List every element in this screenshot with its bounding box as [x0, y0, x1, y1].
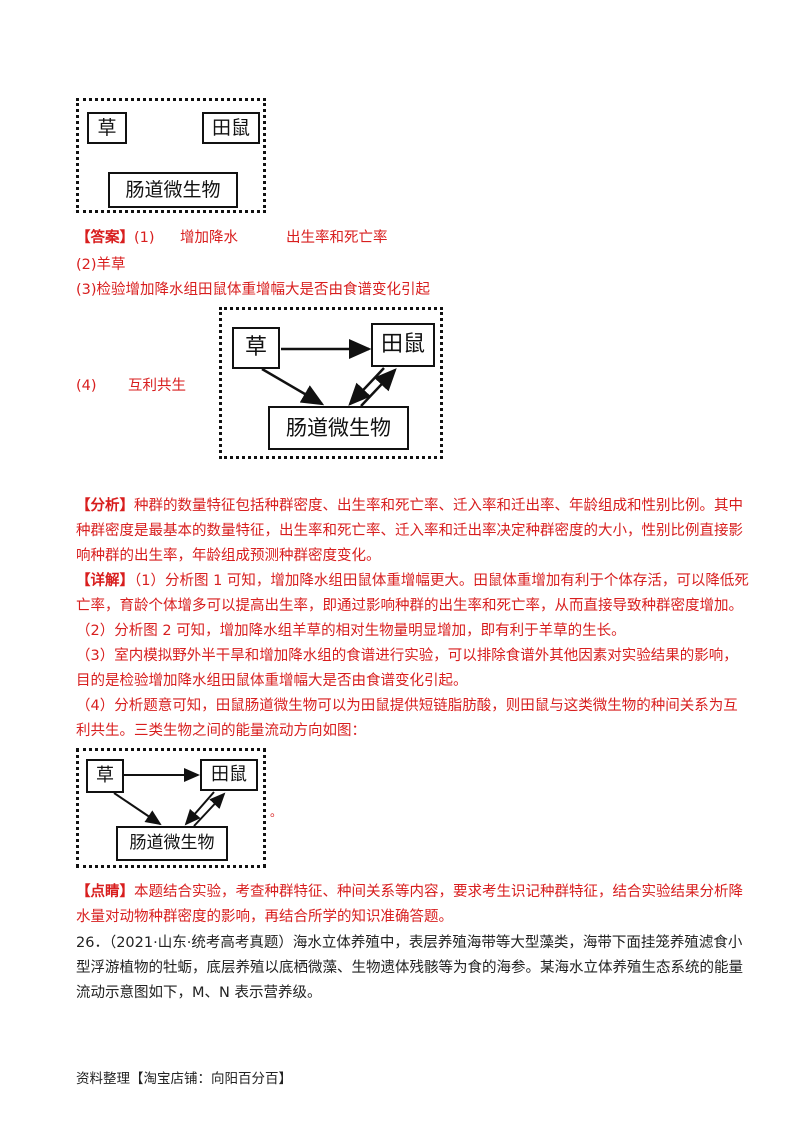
detail-p4-line1: （4）分析题意可知，田鼠肠道微生物可以为田鼠提供短链脂肪酸，则田鼠与这类微生物的… — [76, 698, 738, 714]
answer-q1-a: 增加降水 — [180, 230, 238, 246]
answer-q1-b: 出生率和死亡率 — [286, 230, 388, 246]
diagram2-vole-label: 田鼠 — [380, 332, 425, 357]
answer-q2: (2)羊草 — [76, 257, 126, 273]
comment-label: 【点睛】 — [76, 884, 134, 900]
diagram2-microbes-box: 肠道微生物 — [268, 406, 409, 450]
detail-p1-text1: （1）分析图 1 可知，增加降水组田鼠体重增幅更大。田鼠体重增加有利于个体存活，… — [134, 573, 749, 589]
diagram1-microbes-label: 肠道微生物 — [125, 179, 221, 201]
diagram3-grass-box: 草 — [86, 759, 124, 793]
diagram3-frame — [76, 748, 266, 868]
detail-p1-line2: 亡率，育龄个体增多可以提高出生率，即通过影响种群的出生率和死亡率，从而直接导致种… — [76, 598, 743, 614]
diagram2-arrow-grass-microbes — [261, 367, 325, 406]
diagram2-grass-box: 草 — [232, 327, 280, 369]
analysis-line3: 响种群的出生率，年龄组成预测种群密度变化。 — [76, 548, 381, 564]
detail-p3-line2: 目的是检验增加降水组田鼠体重增幅大是否由食谱变化引起。 — [76, 673, 468, 689]
diagram3-vole-label: 田鼠 — [211, 764, 247, 785]
answer-q4-text: 互利共生 — [128, 378, 186, 394]
diagram2-vole-box: 田鼠 — [371, 323, 435, 367]
analysis-line2: 种群密度是最基本的数量特征，出生率和死亡率、迁入率和迁出率决定种群密度的大小，性… — [76, 523, 743, 539]
comment-line1: 【点睛】本题结合实验，考查种群特征、种间关系等内容，要求考生识记种群特征，结合实… — [76, 882, 743, 902]
answer-line1: 【答案】(1) 增加降水 出生率和死亡率 — [76, 228, 388, 248]
analysis-label: 【分析】 — [76, 498, 134, 514]
diagram3-microbes-box: 肠道微生物 — [116, 826, 228, 861]
detail-p1-line1: 【详解】（1）分析图 1 可知，增加降水组田鼠体重增幅更大。田鼠体重增加有利于个… — [76, 571, 749, 591]
detail-p4-line2: 利共生。三类生物之间的能量流动方向如图： — [76, 723, 366, 739]
q26-line3: 流动示意图如下，M、N 表示营养级。 — [76, 985, 322, 1001]
q26-line1: 26．（2021·山东·统考高考真题）海水立体养殖中，表层养殖海带等大型藻类，海… — [76, 935, 743, 951]
diagram1-grass-box: 草 — [87, 112, 127, 144]
diagram3-grass-label: 草 — [96, 765, 114, 786]
diagram1-vole-label: 田鼠 — [211, 117, 250, 139]
answer-label: 【答案】 — [76, 230, 134, 246]
diagram3-period: 。 — [270, 805, 283, 819]
diagram1-frame — [76, 98, 266, 213]
diagram1-microbes-box: 肠道微生物 — [108, 172, 238, 208]
diagram3-arrow-grass-microbes — [113, 792, 162, 826]
analysis-line1: 【分析】种群的数量特征包括种群密度、出生率和死亡率、迁入率和迁出率、年龄组成和性… — [76, 496, 743, 516]
answer-q4-num: (4) — [76, 378, 97, 394]
page-footer: 资料整理【淘宝店铺：向阳百分百】 — [76, 1071, 292, 1087]
q26-line2: 型浮游植物的牡蛎，底层养殖以底栖微藻、生物遗体残骸等为食的海参。某海水立体养殖生… — [76, 960, 743, 976]
diagram2-microbes-label: 肠道微生物 — [286, 416, 391, 440]
diagram2-frame — [219, 307, 443, 459]
diagram1-vole-box: 田鼠 — [202, 112, 260, 144]
analysis-text1: 种群的数量特征包括种群密度、出生率和死亡率、迁入率和迁出率、年龄组成和性别比例。… — [134, 498, 743, 514]
diagram3-vole-box: 田鼠 — [200, 759, 258, 791]
comment-line2: 水量对动物种群密度的影响，再结合所学的知识准确答题。 — [76, 909, 453, 925]
diagram3-arrow-microbes-vole — [193, 792, 226, 827]
diagram2-arrow-microbes-vole — [360, 368, 397, 407]
answer-q1-num: (1) — [134, 230, 155, 246]
answer-q3: (3)检验增加降水组田鼠体重增幅大是否由食谱变化引起 — [76, 282, 431, 298]
diagram3-microbes-label: 肠道微生物 — [129, 833, 215, 853]
detail-p3-line1: （3）室内模拟野外半干旱和增加降水组的食谱进行实验，可以排除食谱外其他因素对实验… — [76, 648, 738, 664]
detail-label: 【详解】 — [76, 573, 134, 589]
diagram2-grass-label: 草 — [244, 335, 267, 360]
diagram1-grass-label: 草 — [97, 117, 117, 139]
detail-p2: （2）分析图 2 可知，增加降水组羊草的相对生物量明显增加，即有利于羊草的生长。 — [76, 623, 626, 639]
comment-text1: 本题结合实验，考查种群特征、种间关系等内容，要求考生识记种群特征，结合实验结果分… — [134, 884, 743, 900]
